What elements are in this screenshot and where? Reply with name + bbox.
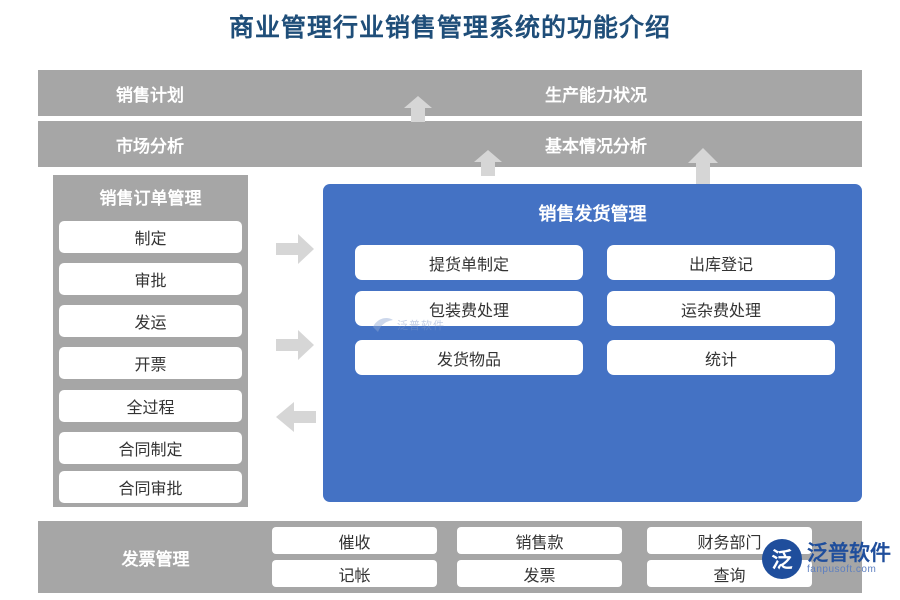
blue-item-tihuodanzhiding[interactable]: 提货单制定 <box>355 245 583 280</box>
sidebar-item-zhiding[interactable]: 制定 <box>59 221 242 253</box>
delivery-management-title: 销售发货管理 <box>538 204 647 224</box>
sidebar-item-kaipiao[interactable]: 开票 <box>59 347 242 379</box>
top-row-1-left-label: 销售计划 <box>116 85 184 105</box>
top-row-2-right-label: 基本情况分析 <box>545 136 647 156</box>
bottom-item-fapiao[interactable]: 发票 <box>457 560 622 587</box>
bottom-item-jizhang[interactable]: 记帐 <box>272 560 437 587</box>
blue-item-tongji[interactable]: 统计 <box>607 340 835 375</box>
logo-text: 泛普软件 fanpusoft.com <box>807 541 891 576</box>
watermark-center: 泛普软件 <box>372 312 492 338</box>
sales-order-panel-title: 销售订单管理 <box>99 188 202 208</box>
bottom-item-xiaoshoukuan[interactable]: 销售款 <box>457 527 622 554</box>
blue-item-yunzafeichuli[interactable]: 运杂费处理 <box>607 291 835 326</box>
arrow-up-center-upper <box>404 96 432 122</box>
top-row-2-bar <box>38 121 862 167</box>
arrow-right-bottom <box>276 330 314 360</box>
page-title: 商业管理行业销售管理系统的功能介绍 <box>228 14 671 42</box>
blue-item-baozhuangfeichuli[interactable]: 包装费处理 <box>355 291 583 326</box>
sidebar-item-fayun[interactable]: 发运 <box>59 305 242 337</box>
sidebar-item-hetongshenpi[interactable]: 合同审批 <box>59 471 242 503</box>
invoice-management-label: 发票管理 <box>121 549 190 569</box>
logo-main-text: 泛普软件 <box>807 541 891 565</box>
sidebar-item-shenpi[interactable]: 审批 <box>59 263 242 295</box>
logo-sub-text: fanpusoft.com <box>807 563 877 575</box>
arrow-right-top <box>276 234 314 264</box>
brand-logo: 泛 泛普软件 fanpusoft.com <box>762 528 892 590</box>
sidebar-item-quanguocheng[interactable]: 全过程 <box>59 390 242 422</box>
top-row-1-right-label: 生产能力状况 <box>545 85 647 105</box>
top-row-1-bar <box>38 70 862 116</box>
bottom-item-cuishou[interactable]: 催收 <box>272 527 437 554</box>
arrow-up-center-lower <box>474 150 502 176</box>
arrow-left-feedback <box>276 402 316 432</box>
sidebar-item-hetongzhiding[interactable]: 合同制定 <box>59 432 242 464</box>
watermark-bird-icon <box>373 318 393 332</box>
top-row-2-left-label: 市场分析 <box>116 136 184 156</box>
blue-item-fahuowupin[interactable]: 发货物品 <box>355 340 583 375</box>
arrow-up-right <box>688 148 718 188</box>
logo-mark-icon: 泛 <box>762 539 802 579</box>
blue-item-chukudengji[interactable]: 出库登记 <box>607 245 835 280</box>
watermark-center-text: 泛普软件 <box>397 320 445 332</box>
